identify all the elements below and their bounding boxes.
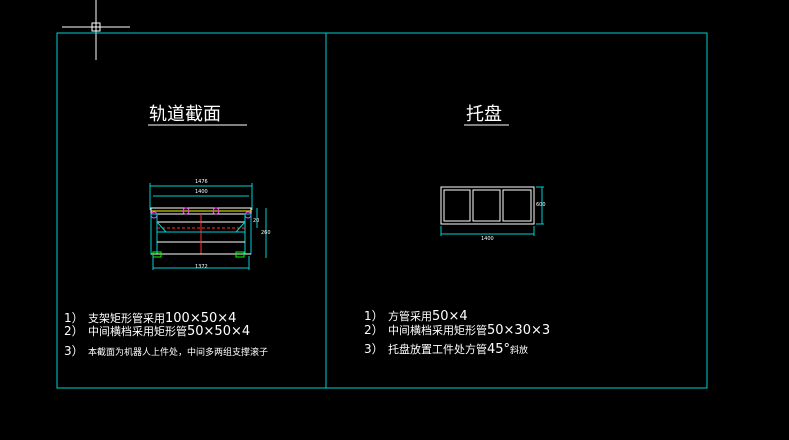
dim-height-260: 260 [261, 230, 271, 236]
left-note-1: 1）支架矩形管采用100×50×4 [64, 311, 237, 326]
left-note-2: 2）中间横档采用矩形管50×50×4 [64, 324, 251, 339]
rail-section-title: 轨道截面 [149, 104, 221, 125]
right-note-2: 2）中间横档采用矩形管50×30×3 [364, 323, 551, 338]
rail-section-drawing [149, 183, 267, 270]
right-note-3: 3）托盘放置工件处方管45°斜放 [364, 342, 529, 357]
tray-title: 托盘 [466, 104, 502, 125]
dim-1476: 1476 [195, 179, 208, 185]
dim-height-20: 20 [253, 218, 260, 224]
tray-drawing [440, 186, 544, 236]
right-note-1: 1）方管采用50×4 [364, 309, 468, 324]
tray-dim-height: 600 [536, 202, 546, 208]
left-note-3: 3）本截面为机器人上件处，中间多两组支撑滚子 [64, 344, 269, 358]
drawing-frame [56, 32, 708, 389]
dim-1400: 1400 [195, 189, 208, 195]
dim-1372: 1372 [195, 264, 208, 270]
tray-dim-width: 1400 [481, 236, 494, 242]
crosshair-cursor-icon [62, 0, 130, 60]
